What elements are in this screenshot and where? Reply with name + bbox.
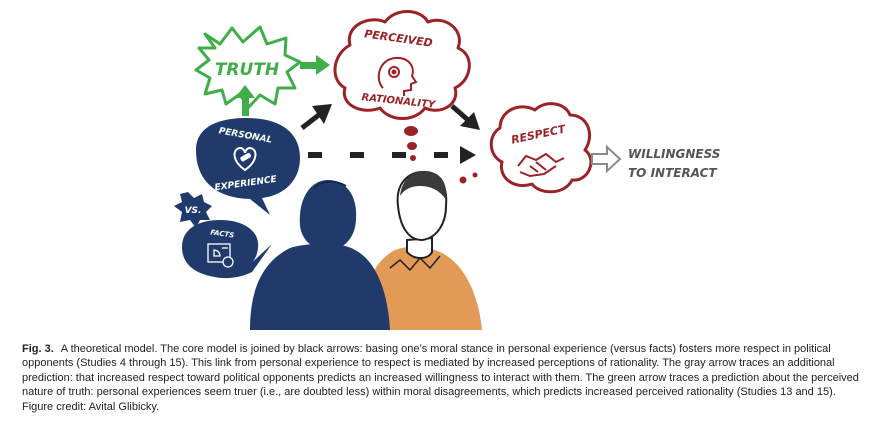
chart-document-icon: [207, 243, 234, 268]
black-arrow-to-respect: [450, 104, 480, 130]
caption-label: Fig. 3.: [22, 343, 54, 355]
person-navy-back: [250, 180, 390, 330]
thought-dots: [404, 126, 478, 184]
truth-label: TRUTH: [215, 60, 279, 80]
caption-text: A theoretical model. The core model is j…: [22, 343, 859, 413]
person-orange-shirt: [360, 170, 482, 330]
heart-bandage-icon: [233, 146, 257, 172]
perceived-rationality-cloud: PERCEIVED RATIONALITY: [333, 10, 471, 120]
respect-cloud: RESPECT: [489, 102, 593, 194]
black-arrow-to-rationality: [300, 104, 332, 130]
brain-head-icon: [377, 56, 418, 96]
vs-badge: VS.: [174, 192, 212, 228]
vs-label: VS.: [185, 206, 202, 216]
facts-bubble: FACTS: [182, 220, 272, 279]
willingness-line1: WILLINGNESS: [628, 147, 720, 161]
dashed-arrow-direct: [308, 146, 476, 164]
truth-burst: TRUTH: [194, 25, 302, 110]
personal-experience-bubble: PERSONAL EXPERIENCE: [196, 118, 300, 215]
green-arrow-right: [300, 55, 330, 75]
willingness-line2: TO INTERACT: [628, 166, 717, 180]
green-arrow-up: [235, 85, 255, 116]
facts-label: FACTS: [210, 228, 235, 239]
handshake-icon: [517, 152, 565, 178]
gray-arrow: [591, 144, 622, 174]
figure-caption: Fig. 3.A theoretical model. The core mod…: [22, 342, 864, 414]
